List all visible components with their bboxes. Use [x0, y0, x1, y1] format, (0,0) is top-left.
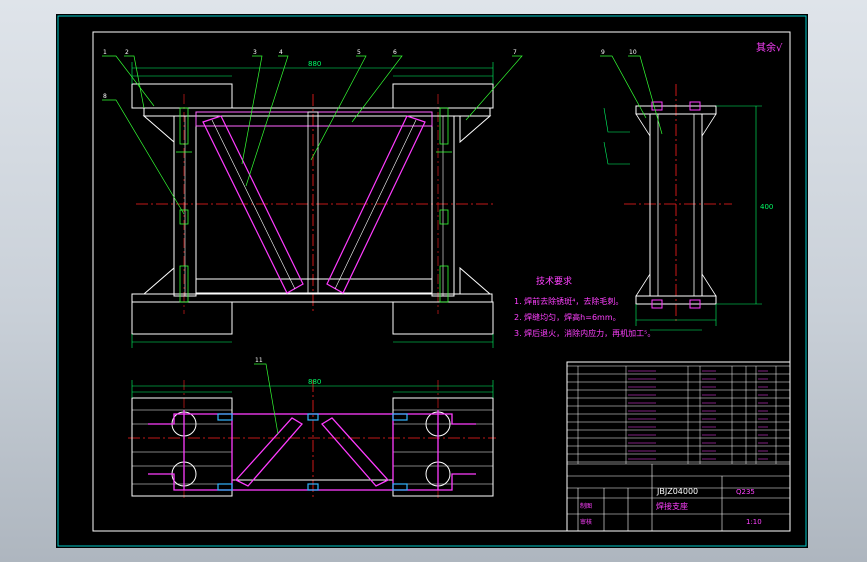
side-view: 400 9 10	[600, 49, 773, 331]
side-gusset-bl	[635, 272, 651, 297]
svg-text:9: 9	[601, 49, 605, 56]
side-height-dim: 400	[760, 203, 773, 211]
brace-left-centerline	[211, 119, 296, 290]
svg-text:10: 10	[629, 49, 637, 56]
title-block: JBJZ04000 焊接支座 Q235 1:10 制图 审核	[566, 361, 791, 532]
checker-label: 审核	[580, 518, 592, 526]
gusset-bottom-right	[459, 266, 492, 295]
notes-title: 技术要求	[536, 275, 572, 287]
note-3: 3. 焊后退火，消除内应力，再机加工⁵。	[514, 328, 655, 338]
front-total-dim: 880	[308, 60, 321, 68]
brace-right-centerline	[334, 119, 417, 290]
front-leaders	[102, 55, 523, 215]
side-gusset-tl	[635, 113, 651, 138]
side-gusset-tr	[701, 113, 717, 138]
svg-text:2: 2	[125, 49, 129, 56]
cad-drawing-canvas: 其余√	[56, 14, 808, 548]
plan-gussets	[217, 413, 408, 491]
material: Q235	[736, 488, 755, 496]
upper-crossbeam	[195, 111, 433, 127]
note-1: 1. 焊前去除锈斑⁴，去除毛刺。	[514, 296, 623, 306]
front-bolts	[176, 107, 452, 303]
gusset-bottom-left	[142, 266, 175, 295]
diagonal-brace-right	[326, 115, 426, 294]
top-pad-right	[392, 83, 494, 109]
top-flange	[143, 107, 491, 117]
svg-text:5: 5	[357, 49, 361, 56]
svg-text:4: 4	[279, 49, 283, 56]
side-dimensions	[603, 105, 762, 331]
plan-plate-left	[131, 397, 233, 497]
svg-text:8: 8	[103, 93, 107, 100]
engineering-drawing: 其余√	[57, 15, 807, 547]
drawing-number: JBJZ04000	[656, 487, 698, 496]
gusset-top-right	[459, 115, 492, 144]
roughness-note: 其余√	[756, 41, 783, 54]
upper-weld	[195, 111, 433, 127]
note-2: 2. 焊缝均匀，焊高h=6mm。	[514, 312, 621, 322]
side-welds	[651, 101, 701, 309]
bottom-pad-left	[131, 301, 233, 335]
gusset-top-left	[142, 115, 175, 144]
side-leaders	[600, 55, 663, 135]
diagonal-brace-left	[202, 115, 304, 294]
lower-crossbeam	[195, 278, 433, 294]
plan-plate-hatch	[132, 409, 493, 485]
svg-text:3: 3	[253, 49, 257, 56]
scale: 1:10	[746, 518, 762, 526]
svg-text:7: 7	[513, 49, 517, 56]
plan-view: 880 11	[128, 357, 496, 498]
plan-bolt-holes	[171, 411, 451, 487]
outer-frame	[57, 15, 807, 547]
plan-leader-number: 11	[255, 357, 263, 364]
title-grid	[567, 463, 790, 531]
bottom-pad-right	[392, 301, 494, 335]
plan-total-dim: 880	[308, 378, 321, 386]
bom-text-lines	[628, 370, 768, 460]
plan-dimensions	[131, 380, 494, 398]
bom-grid	[567, 365, 790, 464]
svg-text:6: 6	[393, 49, 397, 56]
front-view: 880 1 2 3 4 5 6 7 8	[102, 49, 523, 348]
front-leader-numbers: 1 2 3 4 5 6 7 8	[103, 49, 517, 100]
maker-label: 制图	[580, 502, 592, 510]
side-gusset-br	[701, 272, 717, 297]
title-block-frame	[566, 361, 791, 532]
part-name: 焊接支座	[656, 501, 688, 511]
svg-text:1: 1	[103, 49, 107, 56]
top-pad-left	[131, 83, 233, 109]
side-column-inner	[657, 113, 695, 297]
front-dimensions	[131, 62, 494, 348]
side-leader-numbers: 9 10	[601, 49, 637, 56]
inner-border	[92, 31, 791, 532]
plan-leader	[254, 363, 279, 435]
technical-notes: 技术要求 1. 焊前去除锈斑⁴，去除毛刺。 2. 焊缝均匀，焊高h=6mm。 3…	[514, 275, 655, 338]
bottom-flange	[131, 293, 493, 303]
